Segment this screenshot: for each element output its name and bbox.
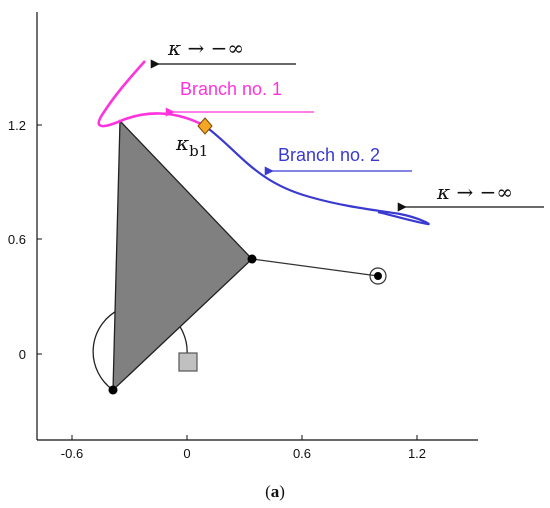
- y-tick-label: 0.6: [8, 232, 26, 247]
- kappa-b1-marker: [197, 117, 213, 135]
- rocker-link: [251, 258, 379, 277]
- x-tick-label: 0: [183, 446, 190, 461]
- x-tick-label: 1.2: [408, 446, 426, 461]
- x-tick-label: 0.6: [293, 446, 311, 461]
- figure-caption: (a): [265, 482, 285, 501]
- kappa-b1-sub: b1: [189, 142, 208, 160]
- branch2-label: Branch no. 2: [278, 145, 380, 165]
- joint-pivot-triangle: [247, 254, 257, 264]
- kappa-top-label: κ → −∞: [167, 36, 244, 60]
- y-tick-label: 1.2: [8, 118, 26, 133]
- kappa-b1-label: κb1: [175, 131, 208, 160]
- ground-pivot-dot: [374, 272, 382, 280]
- branch1-label: Branch no. 1: [180, 79, 282, 99]
- coupler-triangle: [112, 119, 253, 392]
- joint-pivot-bottom: [108, 385, 118, 395]
- y-tick-label: 0: [19, 347, 26, 362]
- kappa-b1-main: κ: [175, 131, 189, 155]
- kappa-right-label: κ → −∞: [436, 180, 513, 204]
- branch2-curve: [204, 125, 430, 226]
- caption-close: ): [279, 482, 285, 501]
- branch1-curve: [97, 60, 206, 128]
- ground-pivot-ring: [369, 267, 387, 285]
- x-tick-label: -0.6: [61, 446, 83, 461]
- caption-open: (: [265, 482, 271, 501]
- crank-end-box: [178, 352, 198, 372]
- caption-letter: a: [271, 482, 280, 501]
